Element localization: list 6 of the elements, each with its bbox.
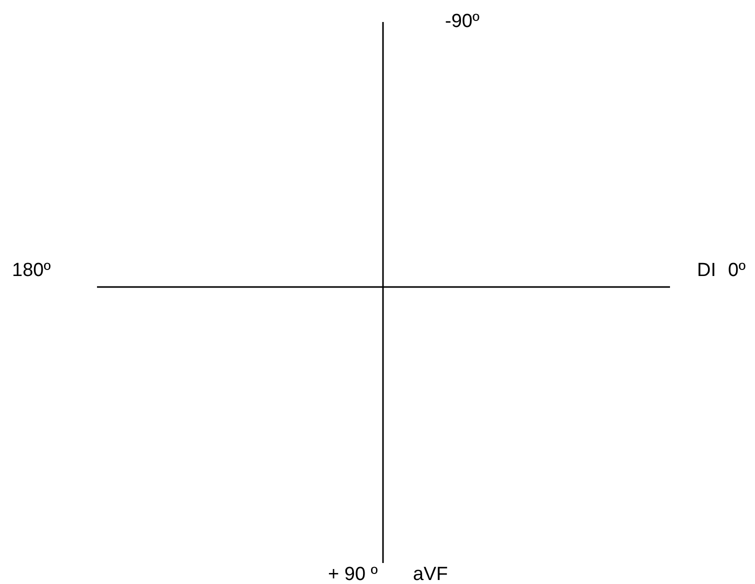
axis-label: aVF	[413, 565, 448, 584]
axis-label: 180º	[12, 261, 51, 280]
axis-label: 0º	[728, 261, 746, 280]
axis-label: DI	[697, 261, 716, 280]
axis-label: + 90 º	[328, 565, 378, 584]
axis-label: -90º	[445, 12, 480, 31]
